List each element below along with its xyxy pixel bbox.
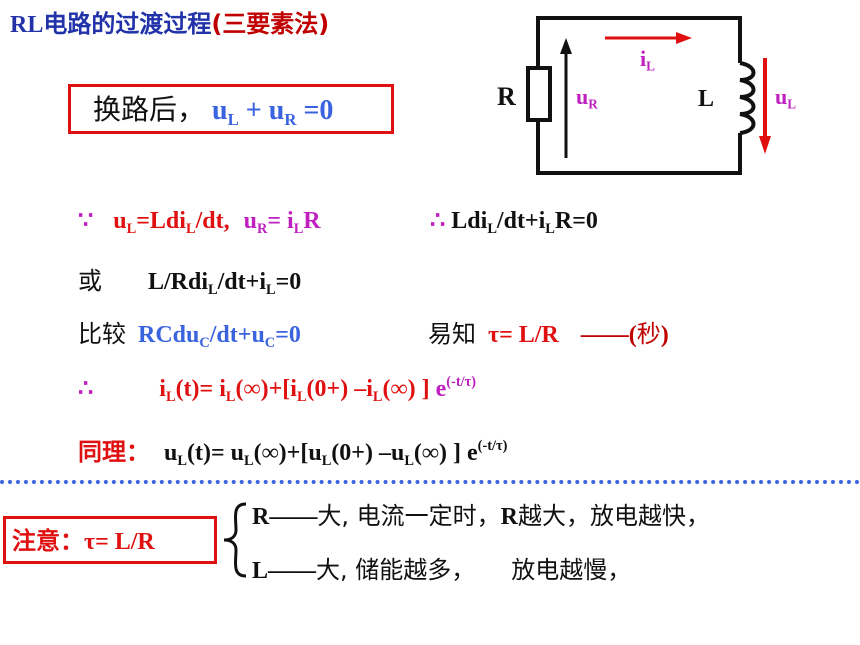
after-switch-label: 换路后， — [93, 93, 206, 126]
ul-arrow-icon — [759, 136, 771, 154]
ul-solution: uL(t)= uL(∞)+[uL(0+) –uL(∞) ] e(-t/τ) — [164, 437, 508, 470]
r-effect-text-2: 越大，放电越快， — [517, 502, 710, 530]
label-r: R — [497, 82, 516, 111]
il-arrow-icon — [676, 32, 692, 44]
normalized-equation: L/RdiL/dt+iL=0 — [148, 269, 302, 299]
label-ur: uR — [576, 84, 598, 112]
note-line-l: L——大, 储能越多， 放电越慢， — [252, 550, 631, 585]
kvl-equation: uL + uR =0 — [212, 95, 334, 129]
equation-line-5: 同理： uL(t)= uL(∞)+[uL(0+) –uL(∞) ] e(-t/τ… — [78, 432, 507, 470]
note-line-r: R——大, 电流一定时，R越大，放电越快， — [252, 496, 710, 531]
tau-definition: τ= L/R — [488, 322, 559, 348]
curly-brace-icon — [223, 502, 247, 578]
l-dash: L—— — [252, 558, 317, 584]
title-paren: (三要素法) — [211, 10, 330, 38]
note-tau: τ= L/R — [84, 529, 155, 555]
or-label: 或 — [78, 267, 102, 295]
dotted-divider — [0, 480, 860, 484]
equation-line-1-result: ∴ LdiL/dt+iLR=0 — [430, 206, 598, 238]
note-label: 注意： — [12, 527, 84, 555]
title-rl: RL — [10, 12, 44, 38]
compare-label: 比较 — [78, 320, 126, 348]
note-box: 注意：τ= L/R — [3, 516, 217, 564]
r-effect-text: 大, 电流一定时， — [317, 502, 501, 530]
ul-definition: uL=LdiL/dt, — [113, 208, 230, 238]
therefore-symbol: ∴ — [430, 208, 446, 234]
therefore-symbol-2: ∴ — [78, 376, 94, 403]
equation-line-2: 或 L/RdiL/dt+iL=0 — [78, 261, 301, 299]
r-letter: R — [500, 504, 518, 530]
resistor — [526, 66, 552, 122]
time-constant-line: 易知 τ= L/R ——(秒) — [428, 314, 669, 349]
equation-line-1: ∵ uL=LdiL/dt, uR= iLR — [78, 206, 321, 238]
tau-unit: ——(秒) — [580, 320, 669, 348]
l-effect-text: 大, 储能越多， — [316, 556, 476, 584]
same-reasoning-label: 同理： — [78, 438, 150, 466]
rc-equation: RCduC/dt+uC=0 — [138, 322, 301, 352]
ur-arrow-icon — [560, 38, 572, 54]
l-effect-text-2: 放电越慢， — [511, 556, 632, 584]
rl-circuit-diagram — [526, 16, 771, 175]
label-ul: uL — [775, 84, 797, 112]
after-switch-box: 换路后， uL + uR =0 — [68, 84, 394, 134]
page-title: RL电路的过渡过程(三要素法) — [10, 4, 329, 39]
because-symbol: ∵ — [78, 208, 94, 234]
ur-definition: uR= iLR — [243, 208, 321, 238]
il-solution: iL(t)= iL(∞)+[iL(0+) –iL(∞) ] e(-t/τ) — [159, 374, 477, 406]
easy-label: 易知 — [428, 320, 476, 348]
label-l: L — [698, 86, 715, 112]
equation-line-4: ∴ iL(t)= iL(∞)+[iL(0+) –iL(∞) ] e(-t/τ) — [78, 374, 476, 406]
kvl-differential: LdiL/dt+iLR=0 — [451, 208, 598, 238]
label-il: iL — [640, 46, 655, 74]
r-dash: R—— — [252, 504, 318, 530]
equation-line-3: 比较 RCduC/dt+uC=0 — [78, 314, 301, 352]
inductor-coil — [739, 61, 756, 135]
title-main: 电路的过渡过程 — [43, 10, 212, 38]
